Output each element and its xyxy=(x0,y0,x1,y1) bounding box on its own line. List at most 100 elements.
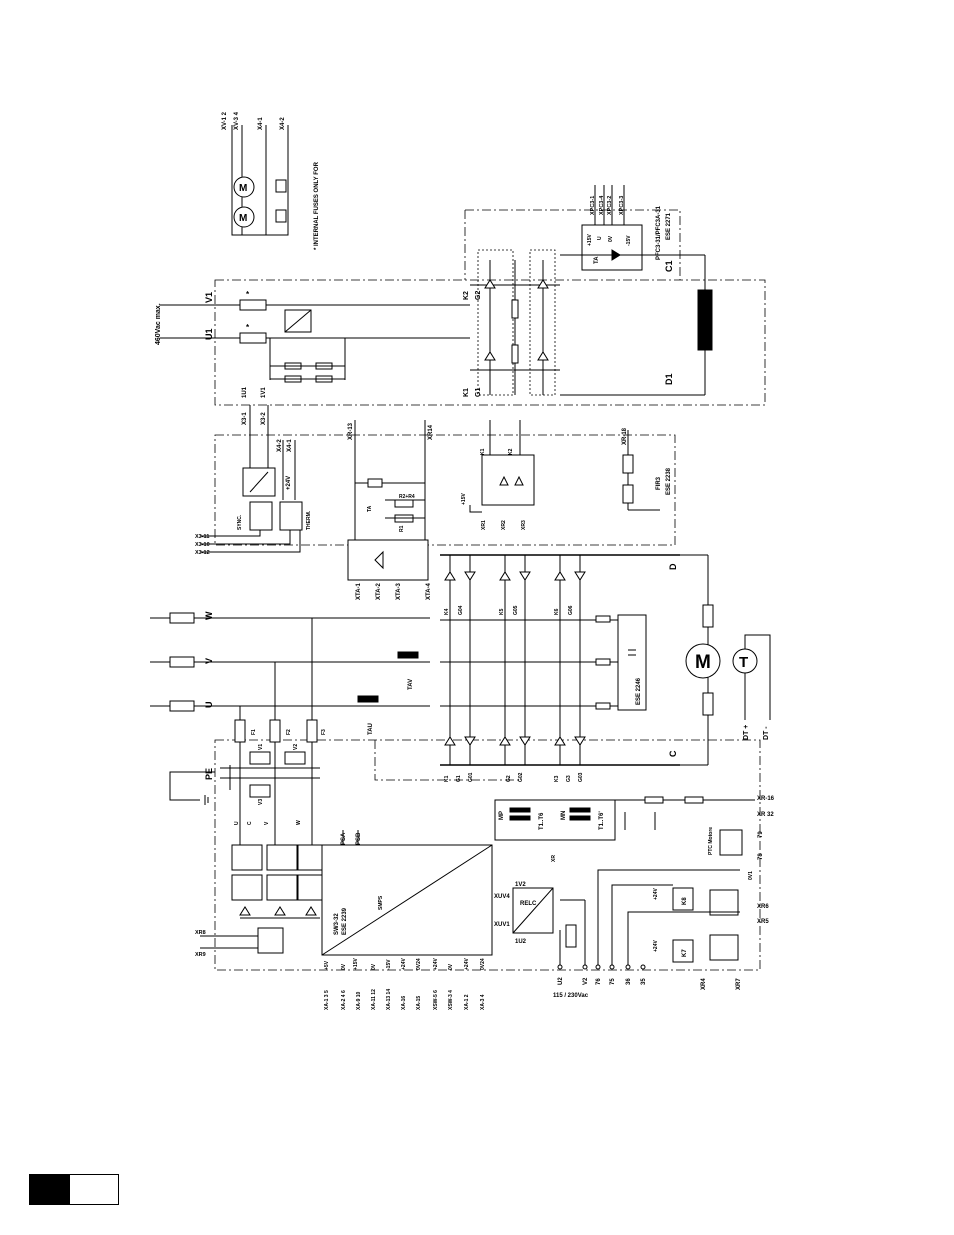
svg-text:TA: TA xyxy=(367,505,373,512)
fir3-label: FIR3 xyxy=(656,476,662,490)
aux-rectifiers xyxy=(231,844,329,919)
xa-connector-pins: XA-1 3 5 XA-2 4 6 XA-9 10 XA-11 12 XA-13… xyxy=(324,989,486,1010)
svg-text:+24V: +24V xyxy=(464,958,470,970)
armature-enclosure xyxy=(214,739,761,971)
page-tab-marker xyxy=(29,1174,119,1205)
ct-tav xyxy=(397,651,419,659)
svg-text:K8: K8 xyxy=(682,897,688,905)
svg-text:K1: K1 xyxy=(480,448,486,455)
svg-text:K3: K3 xyxy=(554,775,560,782)
svg-text:RELC: RELC xyxy=(520,901,537,907)
xr14: XR14 xyxy=(428,424,434,440)
xr4: XR4 xyxy=(701,978,707,990)
svg-text:PSB: PSB xyxy=(356,832,362,845)
phase-v: V xyxy=(204,658,214,664)
svg-text:M: M xyxy=(239,183,247,194)
svg-text:TAV: TAV xyxy=(408,679,414,690)
svg-text:XA-3 4: XA-3 4 xyxy=(480,994,486,1010)
tacho-t: T xyxy=(739,654,748,671)
svg-text:U: U xyxy=(597,236,603,240)
relay-k7 xyxy=(672,939,694,963)
relay-k8 xyxy=(672,887,694,911)
svg-text:XA-13 14: XA-13 14 xyxy=(386,989,392,1010)
svg-text:+24V: +24V xyxy=(653,940,659,952)
x4-2-top: X4-2 xyxy=(280,117,286,130)
gate-k1: K1 xyxy=(463,388,470,397)
svg-text:XR1: XR1 xyxy=(481,520,487,530)
current-rectifier xyxy=(347,539,429,581)
svg-text:MP: MP xyxy=(499,811,505,820)
regulator-board-enclosure xyxy=(214,434,676,546)
fan-motor-2 xyxy=(233,176,255,198)
therm-optocoupler xyxy=(279,501,303,531)
x3-11: X3-11 xyxy=(195,534,209,540)
xr8: XR8 xyxy=(195,930,206,936)
svg-text:U2: U2 xyxy=(558,977,564,985)
smps-ese: ESE 2239 xyxy=(342,907,348,935)
svg-text:U: U xyxy=(234,821,240,825)
xuv4: XUV4 xyxy=(494,894,510,900)
armature-motor xyxy=(685,643,721,679)
svg-text:C: C xyxy=(247,821,253,825)
svg-text:R1: R1 xyxy=(399,525,405,532)
svg-text:XTA-4: XTA-4 xyxy=(426,582,432,600)
ptc-input xyxy=(719,829,743,856)
thyristor-bridge xyxy=(440,555,620,765)
svg-text:PTC Motore: PTC Motore xyxy=(708,827,714,855)
svg-text:K2: K2 xyxy=(508,448,514,455)
svg-text:35: 35 xyxy=(641,978,647,985)
svg-text:*: * xyxy=(246,290,250,299)
svg-text:XA-1 3 5: XA-1 3 5 xyxy=(324,990,330,1010)
svg-text:0V24: 0V24 xyxy=(480,958,486,970)
svg-text:0V: 0V xyxy=(371,963,377,970)
svg-text:TAU: TAU xyxy=(368,723,374,735)
svg-text:-15V: -15V xyxy=(386,959,392,970)
terminal-pe: PE xyxy=(204,768,214,780)
svg-text:XSW-5 6: XSW-5 6 xyxy=(433,990,439,1010)
svg-text:-15V: -15V xyxy=(626,235,632,246)
pfc-ese-label: ESE 2271 xyxy=(666,212,672,240)
input-voltage-label: 460Vac max. xyxy=(155,303,162,345)
fuse-note: * INTERNAL FUSES ONLY FOR xyxy=(314,161,320,250)
pfc-board-label: PFC3-31/PFC3A-31 xyxy=(656,205,662,260)
svg-text:T1..T6': T1..T6' xyxy=(599,811,605,830)
svg-text:79: 79 xyxy=(758,831,764,838)
svg-text:XR2: XR2 xyxy=(501,520,507,530)
svg-text:G1: G1 xyxy=(456,775,462,782)
phase-u: U xyxy=(204,702,214,709)
terminal-c: C xyxy=(668,750,678,757)
svg-text:XA-1 2: XA-1 2 xyxy=(464,994,470,1010)
svg-text:F2: F2 xyxy=(286,729,292,735)
svg-text:G04: G04 xyxy=(458,605,464,615)
ct-tau xyxy=(357,695,379,703)
bottom-terminal-strip: U2 V2 76 75 36 35 xyxy=(557,964,647,985)
motor-m: M xyxy=(695,652,711,673)
svg-text:+15V: +15V xyxy=(587,234,593,246)
xr6: XR6 xyxy=(757,904,769,910)
xr5: XR5 xyxy=(757,919,769,925)
x4-2: X4-2 xyxy=(277,439,283,452)
fuse-u xyxy=(169,700,195,712)
svg-text:XA-2 4 6: XA-2 4 6 xyxy=(341,990,347,1010)
svg-text:78: 78 xyxy=(758,853,764,860)
terminal-v1: V1 xyxy=(204,292,214,303)
svg-text:76: 76 xyxy=(596,978,602,985)
svg-text:V1: V1 xyxy=(258,744,264,750)
terminal-d: D xyxy=(668,563,678,570)
svg-text:1V1: 1V1 xyxy=(261,387,267,398)
terminal-c1: C1 xyxy=(664,260,674,272)
xuv1: XUV1 xyxy=(494,922,510,928)
xr-16: XR-16 xyxy=(757,796,775,802)
svg-text:0V: 0V xyxy=(448,963,454,970)
fuse-w xyxy=(169,612,195,624)
svg-text:0V1: 0V1 xyxy=(748,871,754,880)
svg-text:XA-9 10: XA-9 10 xyxy=(356,991,362,1010)
svg-text:+24V: +24V xyxy=(401,958,407,970)
svg-text:G02: G02 xyxy=(518,772,524,782)
xpc3-3: XPC3-3 xyxy=(619,196,625,215)
x3-12: X3-12 xyxy=(195,550,210,556)
mains-supply-label: 115 / 230Vac xyxy=(553,993,589,999)
svg-text:0V: 0V xyxy=(341,963,347,970)
svg-text:THERM.: THERM. xyxy=(306,510,312,530)
phase-w: W xyxy=(204,611,214,620)
